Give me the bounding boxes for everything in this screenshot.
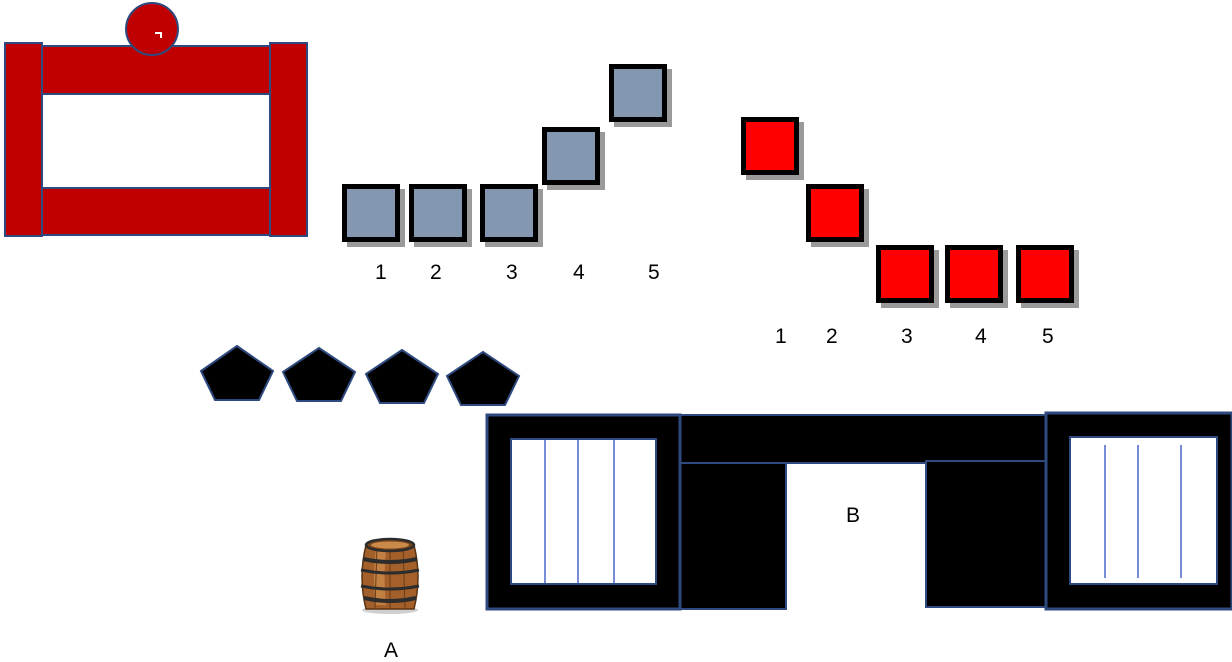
gray-block-4 xyxy=(542,127,600,185)
right-window xyxy=(1070,437,1217,584)
barrel-label: A xyxy=(384,640,398,661)
red-block-4 xyxy=(945,245,1003,303)
red-block-2 xyxy=(806,184,864,242)
gray-block-5 xyxy=(609,64,667,122)
red-frame-gate xyxy=(5,3,307,236)
structure-right-leg xyxy=(926,461,1046,607)
red-step-label-5: 5 xyxy=(1042,326,1054,347)
red-step-label-2: 2 xyxy=(826,326,838,347)
gray-block-3 xyxy=(480,184,538,242)
gray-step-label-5: 5 xyxy=(648,262,660,283)
structure-top-beam xyxy=(680,415,1046,463)
gray-step-label-2: 2 xyxy=(430,262,442,283)
gate-knob-circle xyxy=(126,3,178,55)
red-step-label-3: 3 xyxy=(901,326,913,347)
pentagon-4 xyxy=(447,352,519,405)
gray-block-1 xyxy=(342,184,400,242)
gate-bottom-bar xyxy=(40,188,272,235)
pentagon-3 xyxy=(366,350,438,403)
red-block-1 xyxy=(741,117,799,175)
gray-block-2 xyxy=(409,184,467,242)
red-block-5 xyxy=(1016,245,1074,303)
red-block-3 xyxy=(876,245,934,303)
gate-right-post xyxy=(270,43,307,236)
structure-left-leg xyxy=(680,463,786,609)
gray-step-label-4: 4 xyxy=(573,262,585,283)
red-step-label-4: 4 xyxy=(975,326,987,347)
pentagon-2 xyxy=(283,348,355,401)
red-step-label-1: 1 xyxy=(775,326,787,347)
barrel-top-inner xyxy=(371,542,409,549)
barrel-icon xyxy=(361,539,419,614)
structure-label: B xyxy=(846,505,860,526)
left-window xyxy=(511,439,656,584)
gray-step-label-1: 1 xyxy=(375,262,387,283)
pentagon-row xyxy=(201,346,519,405)
pentagon-1 xyxy=(201,346,273,400)
gate-left-post xyxy=(5,43,42,236)
gray-step-label-3: 3 xyxy=(506,262,518,283)
